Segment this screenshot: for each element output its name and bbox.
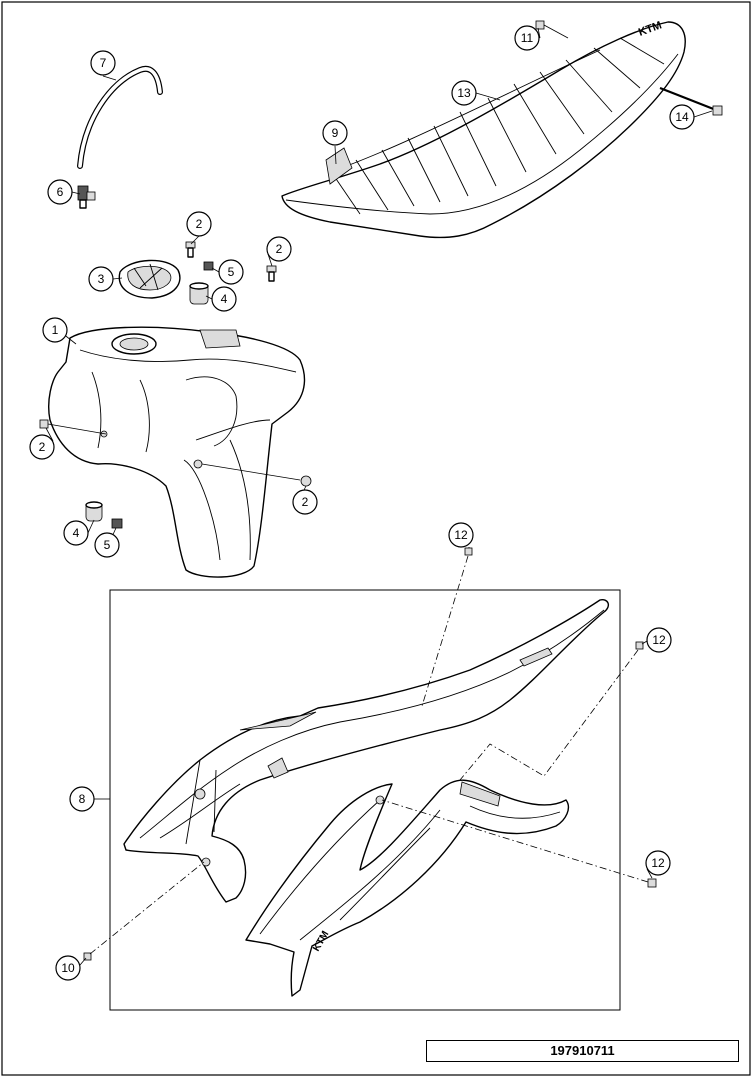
- svg-text:4: 4: [221, 292, 228, 306]
- tank-screw-upper-left: [185, 241, 196, 258]
- drawing-number: 197910711: [426, 1040, 739, 1062]
- spacer-lower: [85, 501, 103, 522]
- seat-bolt-rear: [659, 86, 723, 116]
- svg-text:5: 5: [228, 265, 235, 279]
- tank-screw-left: [39, 419, 107, 435]
- fuel-cap-part: [118, 259, 181, 299]
- callout-9: 9: [322, 120, 348, 146]
- callout-1: 1: [42, 317, 68, 343]
- shroud-screw-right-upper: [459, 641, 644, 781]
- seat-part: KTM: [281, 19, 686, 239]
- callout-12-right-lower: 12: [645, 850, 671, 876]
- svg-text:12: 12: [651, 856, 665, 870]
- callout-12-right-upper: 12: [646, 627, 672, 653]
- callout-5-lower: 5: [94, 532, 120, 558]
- tank-screw-right: [201, 463, 312, 487]
- shroud-right-part: KTM: [245, 779, 570, 997]
- callout-10: 10: [55, 955, 81, 981]
- callout-14: 14: [669, 104, 695, 130]
- callout-2-right: 2: [292, 489, 318, 515]
- svg-text:12: 12: [454, 528, 468, 542]
- tank-screw-upper-right: [266, 265, 277, 282]
- callout-7: 7: [90, 50, 116, 76]
- callout-13: 13: [451, 80, 477, 106]
- svg-text:4: 4: [73, 526, 80, 540]
- nut-upper: [203, 261, 214, 271]
- svg-text:12: 12: [652, 633, 666, 647]
- svg-text:2: 2: [196, 217, 203, 231]
- fuel-hose-part: [77, 65, 163, 169]
- callout-2-left: 2: [29, 434, 55, 460]
- svg-text:11: 11: [521, 31, 534, 45]
- spacer-upper: [189, 282, 209, 305]
- callout-5-upper: 5: [218, 259, 244, 285]
- callout-2-top-right: 2: [266, 236, 292, 262]
- shroud-screw-top: [421, 547, 473, 707]
- svg-text:8: 8: [79, 792, 86, 806]
- svg-text:14: 14: [675, 110, 689, 124]
- shroud-left-part: [123, 598, 610, 903]
- callout-11: 11: [514, 25, 540, 51]
- svg-text:7: 7: [100, 56, 107, 70]
- svg-text:10: 10: [61, 961, 75, 975]
- fuel-tank-part: [48, 326, 306, 578]
- shroud-group-frame: [109, 589, 621, 1011]
- svg-text:1: 1: [52, 323, 59, 337]
- callout-4-lower: 4: [63, 520, 89, 546]
- shroud-screw-right-lower: [381, 799, 657, 888]
- svg-text:2: 2: [302, 495, 309, 509]
- svg-text:2: 2: [39, 440, 46, 454]
- svg-text:6: 6: [57, 185, 64, 199]
- svg-text:2: 2: [276, 242, 283, 256]
- svg-text:9: 9: [332, 126, 339, 140]
- callout-12-top: 12: [448, 522, 474, 548]
- nut-lower: [111, 518, 123, 529]
- callout-3: 3: [88, 266, 114, 292]
- svg-text:13: 13: [457, 86, 471, 100]
- callout-6: 6: [47, 179, 73, 205]
- hose-valve-part: [77, 185, 96, 209]
- shroud-screw-front: [83, 861, 205, 961]
- seat-screw-front: [535, 20, 569, 39]
- svg-text:5: 5: [104, 538, 111, 552]
- callout-8: 8: [69, 786, 95, 812]
- svg-text:3: 3: [98, 272, 105, 286]
- callout-4-upper: 4: [211, 286, 237, 312]
- callout-2-top-left: 2: [186, 211, 212, 237]
